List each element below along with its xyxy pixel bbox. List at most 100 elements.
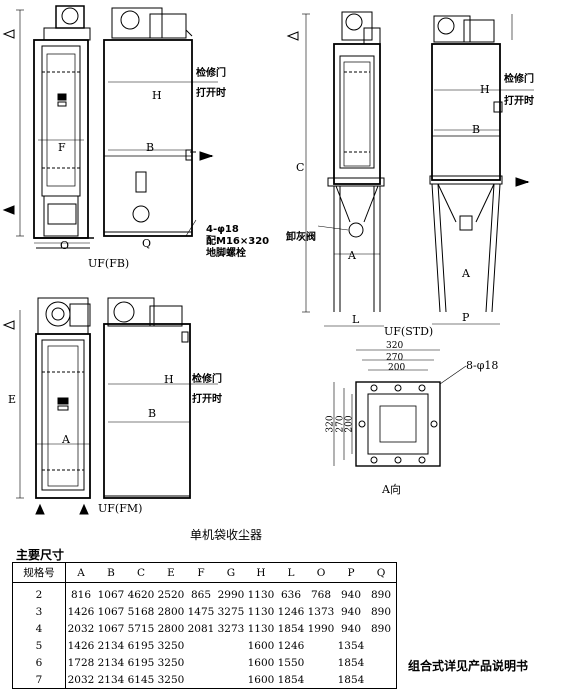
uf-fb-front-view: [2, 5, 94, 249]
column-header: E: [156, 562, 186, 583]
column-header: L: [276, 562, 306, 583]
table-cell: 1550: [277, 656, 305, 669]
label-q-fb: Q: [142, 237, 152, 250]
table-cell: 1426: [67, 605, 95, 618]
label-b-fb: B: [146, 141, 155, 154]
table-cell: 3250: [157, 656, 185, 669]
table-cell: 940: [340, 622, 362, 635]
column-header: C: [126, 562, 156, 583]
table-cell: 7: [12, 671, 66, 689]
label-b-fm: B: [148, 407, 157, 420]
column-header: O: [306, 562, 336, 583]
table-cell: 6: [12, 654, 66, 671]
column-header: A: [65, 562, 96, 583]
label-c: C: [296, 161, 305, 174]
label-h-std: H: [480, 83, 490, 96]
uf-std-front-view: [286, 11, 385, 327]
flange-dim-200-left: 200: [344, 415, 355, 433]
table-cell: [216, 654, 246, 671]
table-cell: 3273: [217, 622, 245, 635]
table-cell: [306, 654, 336, 671]
column-header: B: [96, 562, 126, 583]
table-cell: 1130: [247, 622, 275, 635]
table-cell: 1246: [277, 639, 305, 652]
label-a-fm: A: [62, 433, 70, 446]
table-cell: 1600: [247, 673, 275, 686]
column-header: G: [216, 562, 246, 583]
technical-drawing: [2, 5, 534, 515]
table-cell: 3250: [157, 639, 185, 652]
label-inspection-door-fb: 检修门: [196, 68, 226, 79]
column-header: Q: [366, 562, 397, 583]
caption-view-a: A向: [382, 483, 401, 496]
label-flange-holes: 8-φ18: [466, 359, 499, 372]
table-cell: [186, 637, 216, 654]
table-cell: 1600: [247, 656, 275, 669]
label-when-open-std: 打开时: [504, 96, 534, 107]
label-a-std: A: [348, 249, 356, 262]
label-h-fb: H: [152, 89, 162, 102]
table-cell: 1600: [247, 639, 275, 652]
table-cell: 1854: [277, 622, 305, 635]
table-cell: 4620: [127, 588, 155, 601]
table-cell: 890: [370, 605, 392, 618]
label-bolt-holes: 4-φ18: [206, 224, 239, 235]
uf-fm-front-view: [2, 297, 91, 515]
column-header: F: [186, 562, 216, 583]
label-inspection-door-std: 检修门: [504, 74, 534, 85]
label-l: L: [352, 313, 360, 326]
label-p: P: [462, 311, 470, 324]
label-b-std: B: [472, 123, 481, 136]
table-cell: 1246: [277, 605, 305, 618]
table-cell: 1426: [67, 639, 95, 652]
flange-dim-320-top: 320: [386, 341, 404, 351]
table-cell: 636: [280, 588, 302, 601]
table-cell: [186, 654, 216, 671]
table-cell: 2520: [157, 588, 185, 601]
table-cell: 768: [310, 588, 332, 601]
caption-uf-fm: UF(FM): [98, 502, 143, 515]
label-inspection-door-fm: 检修门: [192, 374, 222, 385]
caption-uf-fb: UF(FB): [88, 257, 130, 270]
table-cell: 1373: [307, 605, 335, 618]
table-cell: 890: [370, 622, 392, 635]
table-cell: 1854: [337, 673, 365, 686]
table-cell: 1130: [247, 588, 275, 601]
table-cell: [366, 637, 397, 654]
table-cell: 3275: [217, 605, 245, 618]
table-cell: 940: [340, 588, 362, 601]
table-cell: 5715: [127, 622, 155, 635]
table-cell: 1990: [307, 622, 335, 635]
label-o-fb: O: [60, 239, 70, 252]
figure-caption: 单机袋收尘器: [190, 528, 263, 542]
label-when-open-fb: 打开时: [196, 88, 226, 99]
column-header: 规格号: [12, 562, 66, 583]
table-title: 主要尺寸: [16, 548, 65, 562]
table-cell: 3250: [157, 673, 185, 686]
table-cell: 6195: [127, 656, 155, 669]
table-cell: 5: [12, 637, 66, 654]
table-cell: [216, 637, 246, 654]
table-cell: [306, 671, 336, 689]
table-cell: 1067: [97, 622, 125, 635]
table-cell: 2134: [97, 673, 125, 686]
label-when-open-fm: 打开时: [192, 394, 222, 405]
table-cell: 3: [12, 603, 66, 620]
column-header: P: [336, 562, 366, 583]
table-cell: 890: [370, 588, 392, 601]
uf-std-side-view: [429, 14, 534, 325]
table-cell: 1067: [97, 588, 125, 601]
flange-dim-270-top: 270: [386, 353, 404, 363]
table-cell: [216, 671, 246, 689]
table-cell: 940: [340, 605, 362, 618]
table-cell: 2134: [97, 656, 125, 669]
table-cell: 1475: [187, 605, 215, 618]
table-cell: 2800: [157, 605, 185, 618]
